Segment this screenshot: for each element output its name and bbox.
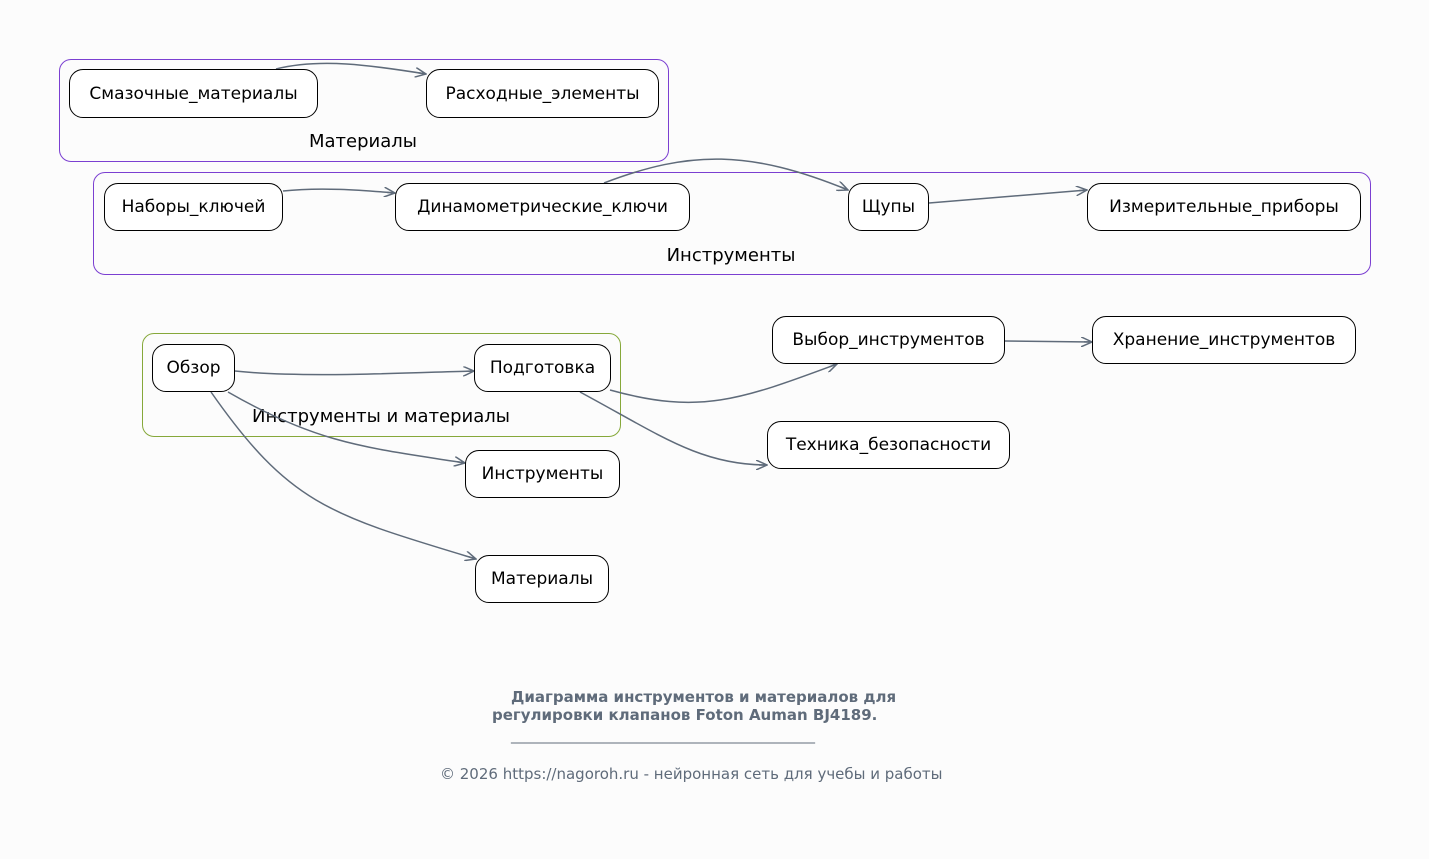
- cluster-label-tools: Инструменты: [666, 245, 796, 266]
- edge-torque-feelers: [603, 158, 848, 190]
- node-tools: Инструменты: [465, 450, 620, 498]
- node-measuring: Измерительные_приборы: [1087, 183, 1361, 231]
- node-overview: Обзор: [152, 344, 235, 392]
- cluster-tools: [93, 172, 1371, 275]
- edge-overview-tools: [227, 391, 465, 463]
- cluster-materials: [59, 59, 669, 162]
- node-safety: Техника_безопасности: [767, 421, 1010, 469]
- node-tool-storage: Хранение_инструментов: [1092, 316, 1356, 364]
- cluster-tools-materials: [142, 333, 621, 437]
- node-preparation: Подготовка: [474, 344, 611, 392]
- edge-preparation-toolchoice: [609, 364, 837, 404]
- node-materials: Материалы: [475, 555, 609, 603]
- footer-copyright: © 2026 https://nagoroh.ru - нейронная се…: [440, 765, 943, 783]
- node-lubricants: Смазочные_материалы: [69, 69, 318, 118]
- edge-preparation-safety: [579, 391, 767, 465]
- cluster-label-tools-materials: Инструменты и материалы: [252, 406, 510, 427]
- edge-overview-materials: [210, 391, 476, 559]
- cluster-label-materials: Материалы: [309, 131, 417, 152]
- node-wrench-sets: Наборы_ключей: [104, 183, 283, 231]
- edge-lubricants-consumables: [275, 62, 426, 74]
- node-torque-wrenches: Динамометрические_ключи: [395, 183, 690, 231]
- node-consumables: Расходные_элементы: [426, 69, 659, 118]
- caption-line2: регулировки клапанов Foton Auman BJ4189.: [492, 706, 878, 724]
- caption-line1: Диаграмма инструментов и материалов для: [511, 688, 897, 706]
- edge-wrenchsets-torque: [282, 189, 395, 193]
- caption-rule: ________________________________________…: [511, 728, 815, 744]
- node-tool-choice: Выбор_инструментов: [772, 316, 1005, 364]
- edge-toolchoice-storage: [1004, 341, 1092, 342]
- edge-feelers-measuring: [928, 190, 1087, 204]
- edge-overview-preparation: [234, 371, 474, 375]
- node-feelers: Щупы: [848, 183, 929, 231]
